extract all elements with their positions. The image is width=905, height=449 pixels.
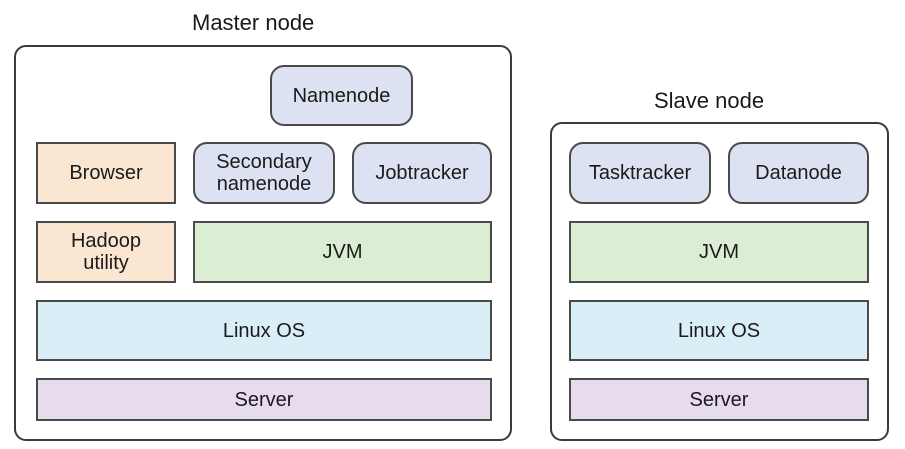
secondary-namenode-box: Secondary namenode (193, 142, 335, 204)
master-jvm-box: JVM (193, 221, 492, 283)
master-server-box: Server (36, 378, 492, 421)
slave-node-title: Slave node (654, 88, 765, 113)
namenode-box: Namenode (270, 65, 413, 126)
slave-server-box: Server (569, 378, 869, 421)
master-linux-os-box: Linux OS (36, 300, 492, 361)
slave-linux-os-box: Linux OS (569, 300, 869, 361)
jobtracker-box: Jobtracker (352, 142, 492, 204)
datanode-box: Datanode (728, 142, 869, 204)
browser-box: Browser (36, 142, 176, 204)
master-node-title: Master node (192, 10, 315, 35)
tasktracker-box: Tasktracker (569, 142, 711, 204)
slave-jvm-box: JVM (569, 221, 869, 283)
hadoop-utility-box: Hadoop utility (36, 221, 176, 283)
